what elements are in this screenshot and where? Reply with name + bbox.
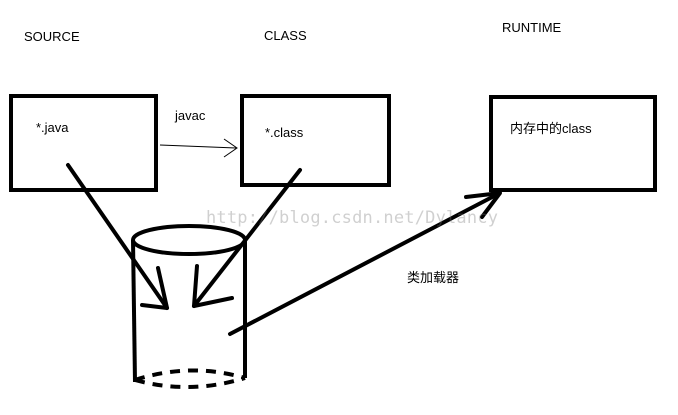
loader-to-runtime-arrow bbox=[228, 192, 500, 336]
heading-source: SOURCE bbox=[24, 29, 80, 44]
class-loader-label: 类加载器 bbox=[407, 270, 460, 285]
runtime-box bbox=[489, 95, 657, 192]
class-loader-cylinder bbox=[131, 224, 247, 390]
javac-arrow-line bbox=[159, 144, 237, 149]
class-box bbox=[240, 94, 391, 187]
javac-arrow-head bbox=[223, 138, 238, 158]
heading-class: CLASS bbox=[264, 28, 307, 43]
runtime-box-label: 内存中的class bbox=[510, 121, 592, 136]
source-box-label: *.java bbox=[36, 120, 69, 135]
source-box bbox=[9, 94, 158, 192]
class-to-loader-arrow-head bbox=[192, 264, 234, 308]
class-box-label: *.class bbox=[265, 125, 304, 140]
class-to-loader-arrow bbox=[192, 168, 302, 308]
source-to-loader-arrow-head bbox=[140, 266, 169, 310]
javac-label: javac bbox=[175, 108, 206, 123]
watermark-text: http://blog.csdn.net/Dylancy bbox=[206, 208, 499, 228]
loader-to-runtime-arrow-head bbox=[464, 191, 502, 219]
heading-runtime: RUNTIME bbox=[502, 20, 562, 35]
